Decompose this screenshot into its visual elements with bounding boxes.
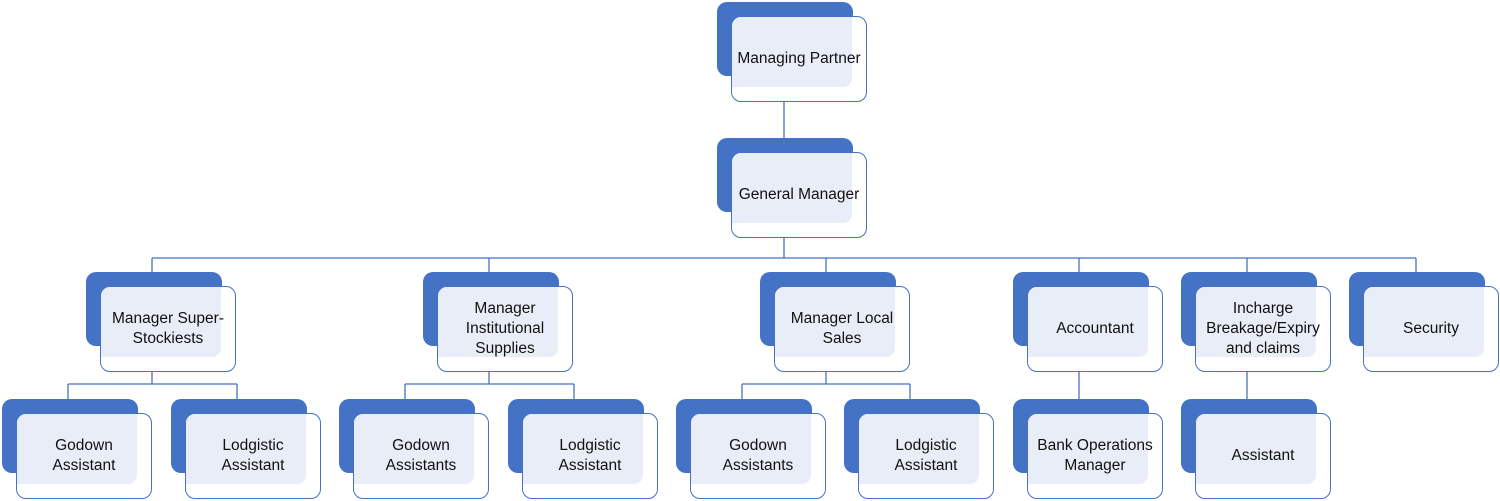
- node-assistant: Assistant: [1181, 399, 1333, 499]
- node-label: Manager Institutional Supplies: [465, 300, 545, 357]
- node-lodgistic-assistant: Lodgistic Assistant: [844, 399, 996, 499]
- node-godown-assistants: Godown Assistants: [339, 399, 491, 499]
- node-lodgistic-assistant: Lodgistic Assistant: [171, 399, 323, 499]
- node-label: Assistant: [1231, 447, 1295, 464]
- node-label: Lodgistic Assistant: [558, 437, 622, 474]
- node-label: General Manager: [738, 186, 860, 203]
- node-manager-super-stockiests: Manager Super-Stockiests: [86, 272, 238, 372]
- node-label: Godown Assistants: [385, 437, 457, 474]
- node-label: Accountant: [1056, 320, 1134, 337]
- node-lodgistic-assistant: Lodgistic Assistant: [508, 399, 660, 499]
- node-label: Security: [1403, 320, 1459, 337]
- node-bank-operations-manager: Bank Operations Manager: [1013, 399, 1165, 499]
- node-managing-partner: Managing Partner: [717, 2, 869, 102]
- node-label: Managing Partner: [737, 50, 861, 67]
- node-label: Godown Assistants: [722, 437, 794, 474]
- node-label: Bank Operations Manager: [1037, 437, 1153, 474]
- node-label: Incharge Breakage/Expiry and claims: [1206, 300, 1320, 357]
- node-general-manager: General Manager: [717, 138, 869, 238]
- node-incharge-breakage: Incharge Breakage/Expiry and claims: [1181, 272, 1333, 372]
- node-accountant: Accountant: [1013, 272, 1165, 372]
- node-label: Lodgistic Assistant: [894, 437, 958, 474]
- node-manager-local-sales: Manager Local Sales: [760, 272, 912, 372]
- node-security: Security: [1349, 272, 1500, 372]
- node-label: Manager Local Sales: [790, 310, 894, 347]
- node-label: Lodgistic Assistant: [221, 437, 285, 474]
- node-godown-assistants: Godown Assistants: [676, 399, 828, 499]
- node-label: Godown Assistant: [52, 437, 116, 474]
- node-godown-assistant: Godown Assistant: [2, 399, 154, 499]
- node-manager-institutional-supplies: Manager Institutional Supplies: [423, 272, 575, 372]
- node-label: Manager Super-Stockiests: [111, 310, 224, 347]
